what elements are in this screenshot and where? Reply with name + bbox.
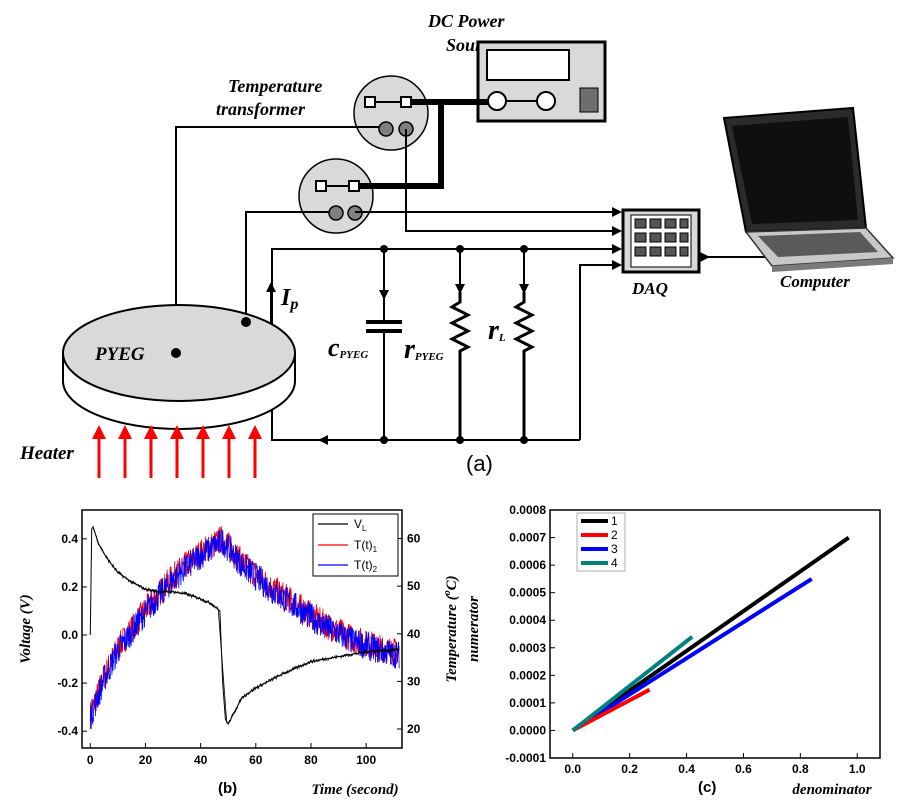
legend-label-t1: T(t)1 — [354, 538, 378, 554]
resistor-pyeg-label: rPYEG — [404, 334, 444, 365]
chart-c: 0.0 0.2 0.4 0.6 0.8 1.0 -0.0001 0.0000 0.0001 0.0… — [466, 503, 881, 798]
temp-transformer-label-2: transformer — [216, 99, 306, 119]
legend-label-3: 3 — [611, 542, 618, 556]
chart-b-xtick-label: 0 — [87, 753, 94, 767]
chart-c-ytick-label: 0.0000 — [509, 723, 546, 737]
chart-c-ytick-label: 0.0002 — [509, 668, 546, 682]
chart-b-ytick-left-label: -0.2 — [57, 676, 78, 690]
chart-b-ytick-left-label: -0.4 — [57, 724, 78, 738]
chart-b-series-t2 — [89, 529, 400, 730]
pyeg-label: PYEG — [94, 344, 145, 365]
chart-c-xtick-label: 0.6 — [735, 762, 752, 776]
chart-b-ytick-right-label: 30 — [407, 674, 421, 688]
chart-c-series-4 — [571, 635, 694, 732]
laptop-icon — [722, 106, 895, 272]
chart-c-ytick-label: 0.0007 — [509, 531, 546, 545]
chart-c-series-1 — [571, 535, 850, 733]
chart-b-ylabel-left: Voltage (V) — [18, 594, 34, 664]
chart-b-ytick-left-label: 0.4 — [61, 532, 78, 546]
chart-c-xtick-label: 0.0 — [564, 762, 581, 776]
power-bus-2 — [359, 102, 444, 189]
load-resistor-label: rL — [488, 315, 506, 346]
chart-c-xtick-label: 0.2 — [621, 762, 638, 776]
chart-b-legend: VL T(t)1 T(t)2 — [312, 513, 399, 577]
heater-arrows — [92, 425, 262, 478]
chart-c-ytick-label: 0.0006 — [509, 558, 546, 572]
chart-c-ytick-label: 0.0008 — [509, 503, 546, 517]
chart-b-xlabel: Time (second) — [311, 782, 398, 798]
schematic-panel: DC Power Source Temperature transformer — [19, 11, 895, 478]
legend-label-t2: T(t)2 — [354, 558, 378, 574]
chart-b-ytick-right-label: 60 — [407, 532, 421, 546]
temp-transformer-label-1: Temperature — [228, 76, 322, 96]
chart-c-xtick-label: 0.8 — [792, 762, 809, 776]
chart-c-series-2 — [571, 687, 651, 733]
chart-c-xtick-label: 1.0 — [849, 762, 866, 776]
chart-b-xtick-label: 60 — [249, 753, 263, 767]
pyeg-plate — [62, 304, 296, 430]
chart-c-legend: 1 2 3 4 — [576, 512, 626, 572]
chart-c-xlabel: denominator — [792, 782, 871, 798]
chart-b-ylabel-right: Temperature (oC) — [442, 575, 460, 682]
dc-power-label-1: DC Power — [427, 11, 505, 31]
chart-c-ylabel: numerator — [466, 596, 482, 662]
temperature-transformer-2 — [298, 158, 374, 234]
ip-label: Ip — [280, 285, 298, 313]
chart-b-series-vl — [93, 527, 400, 725]
load-resistor-branch — [512, 245, 536, 444]
panel-a-label: (a) — [466, 451, 493, 476]
chart-b-ytick-right-label: 50 — [407, 579, 421, 593]
temperature-transformer-1 — [353, 75, 429, 151]
legend-label-1: 1 — [611, 514, 618, 528]
chart-c-ytick-label: 0.0003 — [509, 641, 546, 655]
chart-b-ytick-left-label: 0.0 — [61, 628, 78, 642]
chart-c-xtick-label: 0.4 — [678, 762, 695, 776]
chart-b-xtick-label: 80 — [304, 753, 318, 767]
chart-b-ytick-left-label: 0.2 — [61, 580, 78, 594]
daq-box — [621, 208, 701, 274]
resistor-pyeg-branch — [448, 245, 472, 444]
daq-label: DAQ — [631, 279, 668, 298]
chart-c-ytick-label: 0.0001 — [509, 696, 546, 710]
dc-power-source — [476, 40, 607, 123]
panel-b-label: (b) — [218, 780, 237, 797]
heater-label: Heater — [19, 443, 74, 464]
computer-label: Computer — [780, 272, 850, 291]
chart-b-ytick-right-label: 40 — [407, 627, 421, 641]
chart-c-series-3 — [571, 577, 813, 733]
chart-b-xtick-label: 40 — [194, 753, 208, 767]
capacitor-label: cPYEG — [328, 333, 368, 362]
capacitor-branch — [366, 245, 402, 444]
chart-c-ytick-label: -0.0001 — [505, 751, 546, 765]
chart-b-ytick-right-label: 20 — [407, 722, 421, 736]
panel-c-label: (c) — [698, 779, 716, 796]
chart-b-plot-area — [81, 509, 403, 749]
chart-c-plot-area — [549, 509, 881, 759]
chart-b-xtick-label: 20 — [139, 753, 153, 767]
legend-label-4: 4 — [611, 556, 618, 570]
legend-label-vl: VL — [354, 517, 367, 533]
chart-c-ytick-label: 0.0004 — [509, 613, 546, 627]
chart-c-ytick-label: 0.0005 — [509, 586, 546, 600]
chart-b-xtick-label: 100 — [356, 753, 376, 767]
legend-label-2: 2 — [611, 528, 618, 542]
